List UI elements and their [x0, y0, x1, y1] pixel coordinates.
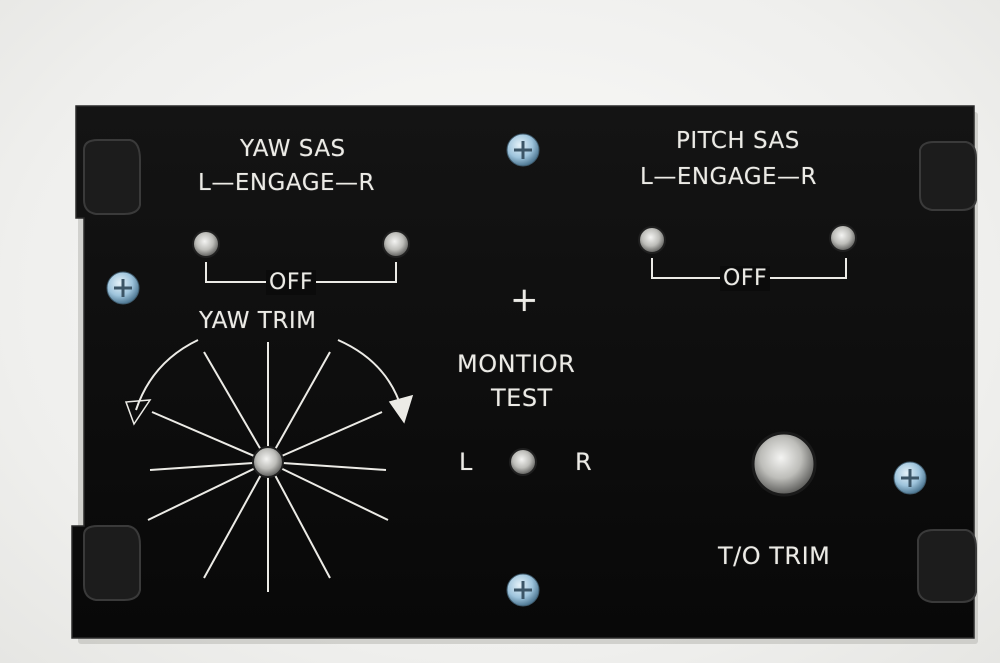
yaw-sas-left-switch-hole[interactable] [192, 230, 220, 258]
yaw-trim-knob-hole[interactable] [252, 446, 284, 478]
to-trim-label: T/O TRIM [718, 542, 831, 570]
yaw-trim-dial [135, 339, 403, 592]
screw-top-center [506, 133, 540, 167]
pitch-sas-off-label: OFF [720, 266, 771, 291]
screw-left [106, 271, 140, 305]
monitor-test-switch-hole[interactable] [509, 448, 537, 476]
plus-icon: + [510, 280, 539, 320]
panel-plate [71, 105, 975, 639]
yaw-sas-right-switch-hole[interactable] [382, 230, 410, 258]
yaw-sas-engage-label: L—ENGAGE—R [198, 170, 376, 196]
monitor-test-label-line1: MONTIOR [457, 350, 576, 378]
pitch-sas-engage-label: L—ENGAGE—R [640, 164, 818, 190]
corner-notches [83, 139, 977, 603]
screw-bottom-center [506, 573, 540, 607]
yaw-sas-off-label: OFF [266, 270, 317, 295]
monitor-test-left-label: L [459, 448, 473, 476]
monitor-test-right-label: R [575, 448, 593, 476]
yaw-sas-label: YAW SAS [240, 136, 346, 162]
pitch-sas-right-switch-hole[interactable] [829, 224, 857, 252]
screw-right [893, 461, 927, 495]
monitor-test-label-line2: TEST [491, 384, 553, 412]
yaw-trim-label: YAW TRIM [199, 308, 317, 334]
pitch-sas-left-switch-hole[interactable] [638, 226, 666, 254]
pitch-sas-label: PITCH SAS [676, 128, 800, 154]
yaw-trim-arrows [124, 394, 414, 426]
to-trim-knob-hole[interactable] [751, 431, 817, 497]
